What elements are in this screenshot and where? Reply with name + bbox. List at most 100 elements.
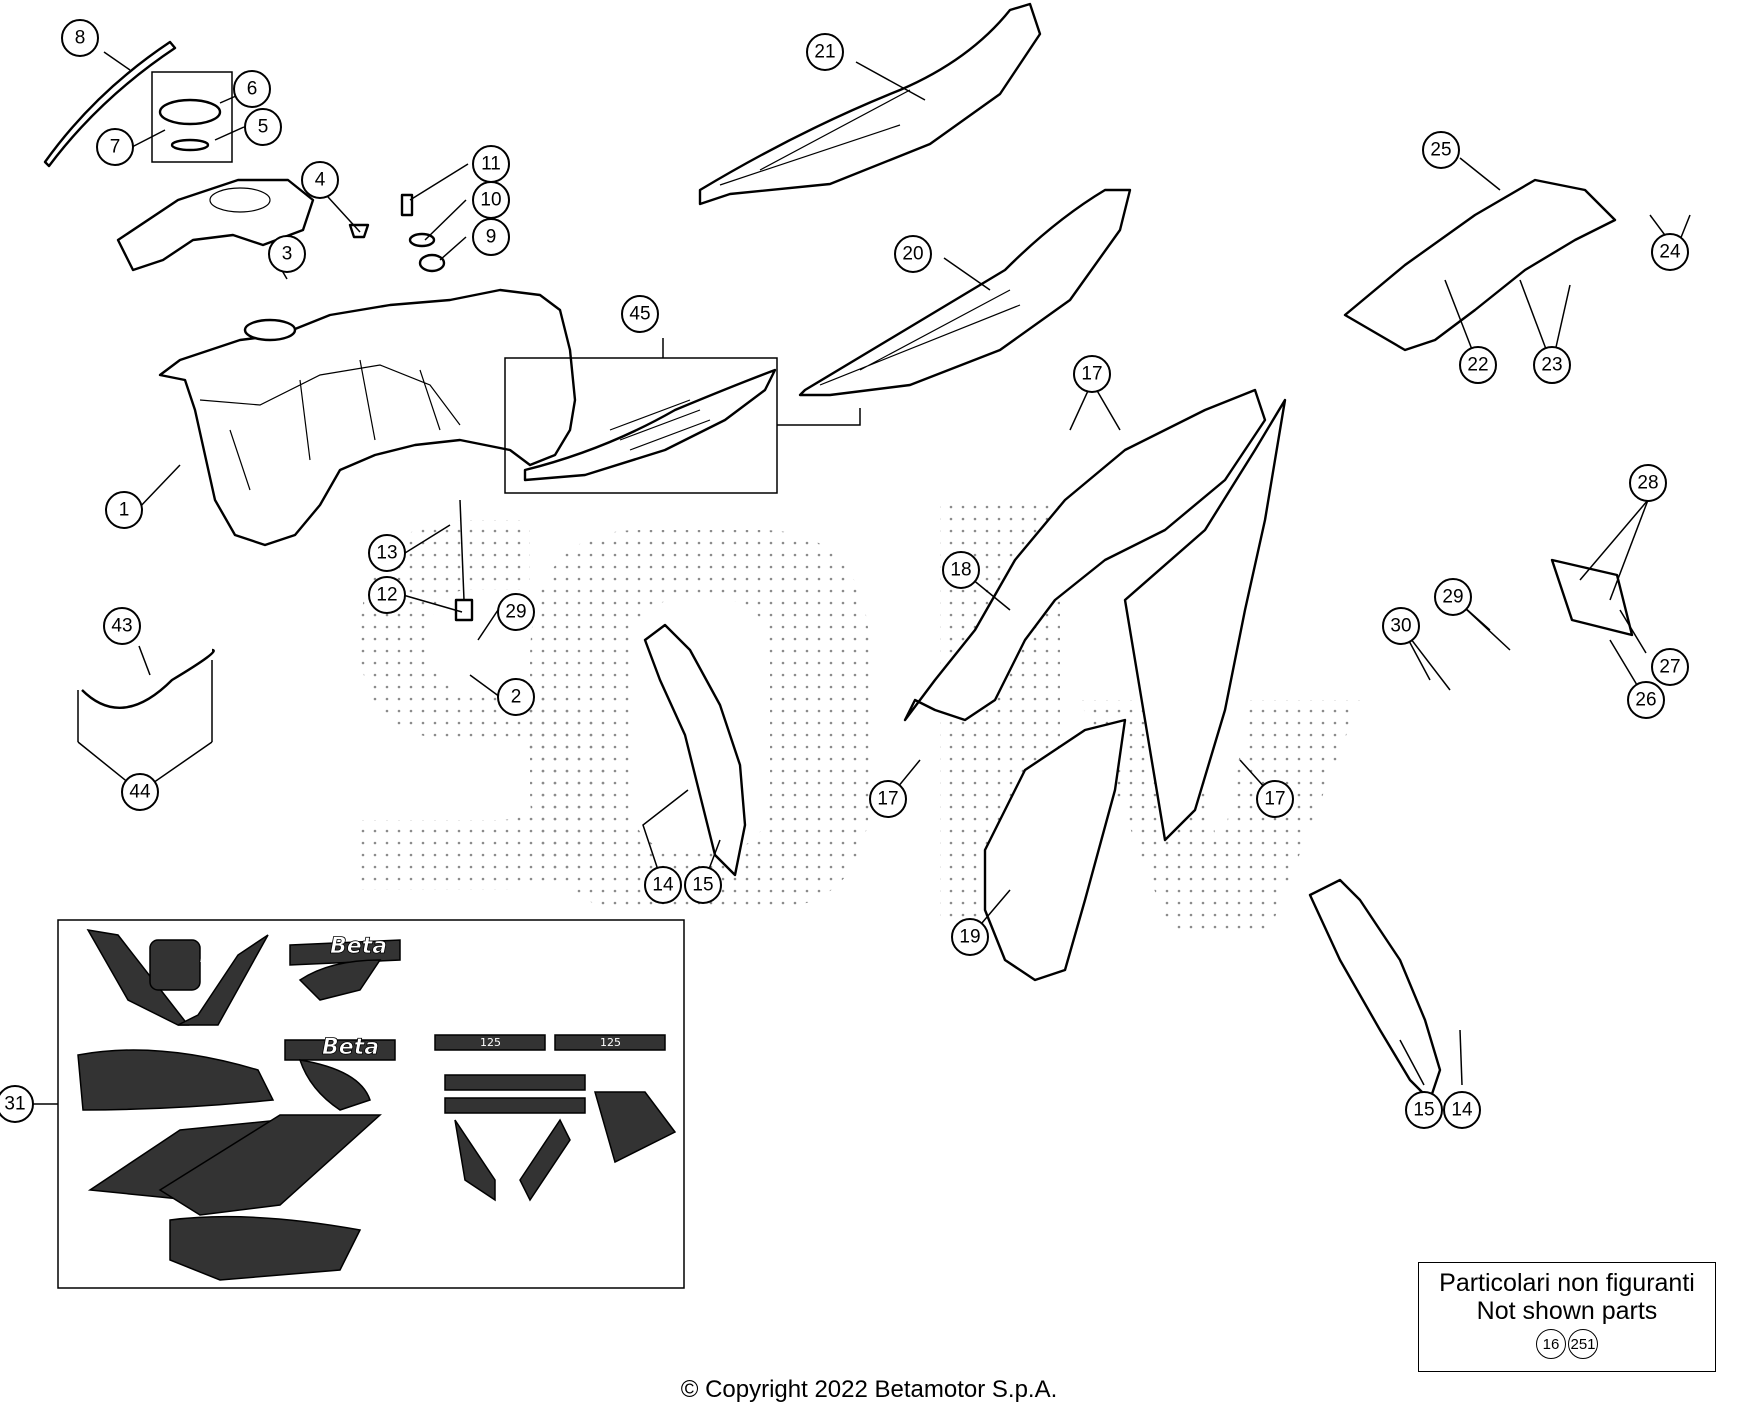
decal-model-text-1: 125 (480, 1036, 501, 1049)
copyright-text: © Copyright 2022 Betamotor S.p.A. (680, 1376, 1058, 1403)
callout-2: 2 (497, 678, 535, 716)
svg-text:17: 17 (877, 789, 898, 810)
callout-6: 6 (233, 70, 271, 108)
fuel-cap-assembly (43, 40, 233, 168)
svg-text:22: 22 (1467, 355, 1488, 376)
svg-text:25: 25 (1430, 140, 1451, 161)
svg-text:45: 45 (629, 304, 650, 325)
callout-20: 20 (894, 235, 932, 273)
vent-hose-part-43 (77, 648, 215, 742)
svg-text:44: 44 (129, 782, 151, 803)
rear-frame-part-25 (1343, 178, 1617, 352)
seat-part-20 (798, 188, 1132, 397)
decal-model-suffix: RR (200, 954, 214, 965)
decal-model-text-2: 125 (600, 1036, 621, 1049)
decal-brand-text: Beta (330, 934, 387, 959)
seat-part-21 (698, 2, 1042, 206)
svg-text:14: 14 (1451, 1100, 1473, 1121)
plate-holder-part-26 (1550, 558, 1634, 637)
svg-text:24: 24 (1659, 242, 1681, 263)
svg-text:9: 9 (486, 227, 497, 248)
callout-24: 24 (1651, 233, 1689, 271)
callout-28: 28 (1629, 464, 1667, 502)
svg-text:14: 14 (652, 875, 674, 896)
callout-14-left: 14 (644, 866, 682, 904)
svg-text:23: 23 (1541, 355, 1562, 376)
callout-8: 8 (61, 19, 99, 57)
air-scoop-part-19 (983, 718, 1127, 982)
svg-text:18: 18 (950, 560, 971, 581)
svg-text:1: 1 (119, 500, 130, 521)
callout-26: 26 (1627, 681, 1665, 719)
callout-17-right: 17 (1256, 780, 1294, 818)
svg-text:6: 6 (247, 79, 258, 100)
callout-11: 11 (472, 145, 510, 183)
svg-text:27: 27 (1659, 657, 1680, 678)
not-shown-title-en: Not shown parts (1476, 1297, 1658, 1325)
callout-15-right: 15 (1405, 1091, 1443, 1129)
callout-22: 22 (1459, 346, 1497, 384)
svg-text:11: 11 (481, 154, 501, 175)
svg-text:20: 20 (902, 244, 923, 265)
callout-21: 21 (806, 33, 844, 71)
callout-29-left: 29 (497, 593, 535, 631)
callout-45: 45 (621, 295, 659, 333)
callout-44: 44 (121, 773, 159, 811)
svg-text:17: 17 (1081, 364, 1102, 385)
svg-text:13: 13 (376, 543, 397, 564)
frame-guard-right (1308, 878, 1442, 1102)
callout-30: 30 (1382, 607, 1420, 645)
callout-29-right: 29 (1434, 578, 1472, 616)
callout-7: 7 (96, 128, 134, 166)
svg-text:26: 26 (1635, 690, 1656, 711)
svg-text:12: 12 (376, 585, 397, 606)
svg-text:3: 3 (282, 244, 293, 265)
callout-27: 27 (1651, 648, 1689, 686)
not-shown-parts-box: Particolari non figuranti Not shown part… (1418, 1262, 1716, 1372)
svg-text:7: 7 (110, 137, 121, 158)
svg-text:10: 10 (480, 190, 501, 211)
not-shown-ref: 251 (1568, 1329, 1598, 1359)
svg-text:2: 2 (511, 687, 522, 708)
callout-13: 13 (368, 534, 406, 572)
callout-17-top: 17 (1073, 355, 1111, 393)
callout-9: 9 (472, 218, 510, 256)
callout-43: 43 (103, 607, 141, 645)
fuel-tank (158, 288, 577, 547)
svg-text:31: 31 (4, 1094, 25, 1115)
callout-1: 1 (105, 491, 143, 529)
callout-5: 5 (244, 108, 282, 146)
callout-23: 23 (1533, 346, 1571, 384)
svg-text:15: 15 (1413, 1100, 1434, 1121)
callout-15-left: 15 (684, 866, 722, 904)
callout-4: 4 (301, 161, 339, 199)
svg-text:29: 29 (505, 602, 526, 623)
callout-10: 10 (472, 181, 510, 219)
frame-guard-left (643, 623, 747, 877)
decal-brand-text-2: Beta (322, 1035, 379, 1060)
svg-text:15: 15 (692, 875, 713, 896)
callout-31: 31 (0, 1085, 34, 1123)
svg-text:43: 43 (111, 616, 132, 637)
decal-kit-box: Beta Beta 125 125 RR (57, 919, 685, 1289)
svg-text:8: 8 (75, 28, 86, 49)
svg-text:30: 30 (1390, 616, 1411, 637)
callout-14-right: 14 (1443, 1091, 1481, 1129)
callout-25: 25 (1422, 131, 1460, 169)
svg-text:17: 17 (1264, 789, 1285, 810)
svg-text:29: 29 (1442, 587, 1463, 608)
callout-17-left: 17 (869, 780, 907, 818)
svg-text:5: 5 (258, 117, 269, 138)
svg-text:28: 28 (1637, 473, 1658, 494)
not-shown-ref: 16 (1536, 1329, 1566, 1359)
seat-cover-part-45 (504, 357, 861, 494)
not-shown-title-it: Particolari non figuranti (1439, 1269, 1695, 1297)
svg-text:21: 21 (814, 42, 835, 63)
callout-19: 19 (951, 918, 989, 956)
not-shown-refs: 16 251 (1419, 1329, 1715, 1359)
callout-12: 12 (368, 576, 406, 614)
callout-18: 18 (942, 551, 980, 589)
side-panel-left-part-18 (903, 388, 1267, 722)
callout-3: 3 (268, 235, 306, 273)
